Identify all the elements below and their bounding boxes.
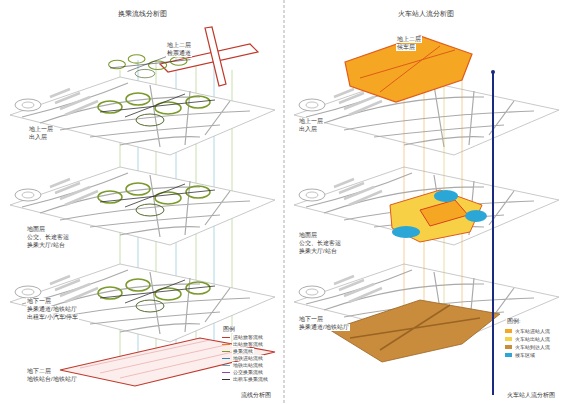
floor-label: 地面层 [26,226,46,233]
legend-text: 地铁进站流线 [232,355,264,361]
legend-line [222,351,230,352]
floor-label: 地上二层 [166,42,192,49]
floor-label: 公交、长途客运 [298,240,342,247]
legend-swatch [505,353,512,357]
floor-label: 出入层 [298,126,318,133]
floor-label: 换乘通道/地铁站厅 [26,306,78,313]
legend-text: 出站旅客流线 [232,341,264,347]
legend-line [222,337,230,338]
legend-text: 火车站出站人流 [514,336,551,342]
legend-text: 火车站进站人流 [514,328,551,334]
legend-text: 换乘流线 [232,348,254,354]
legend-text: 候车区域 [514,352,536,358]
floor-label: 地下一层 [26,298,52,305]
floor-label: 换乘大厅/站台 [26,242,66,249]
legend-text: 出租车换乘流线 [232,376,269,382]
floor-label: 图例: [506,318,522,325]
legend-line [222,358,230,359]
floor-label: 候车层 [396,44,416,51]
floor-label: 检票通道 [166,50,192,57]
legend-text: 火车站到达人流 [514,344,551,350]
floor-label: 出租车/小汽车/停车 [26,314,79,321]
floor-label: 火车站人流分析图 [506,392,556,399]
legend-swatch [505,337,512,341]
floor-label: 换乘通道/地铁站厅 [298,324,350,331]
floor-label: 地铁站台/地铁站厅 [26,376,78,383]
floor-label: 地上二层 [396,36,422,43]
panel-title: 火车站人流分析图 [284,9,568,19]
legend-text: 进站旅客流线 [232,334,264,340]
floor-label: 图例 [222,326,236,333]
legend-line [222,379,230,380]
legend-swatch [505,345,512,349]
floor-label: 换乘大厅/站台 [298,248,338,255]
legend-line [222,372,230,373]
floor-label: 公交、长途客运 [26,234,70,241]
floor-label: 流线分析图 [240,392,272,399]
floor-label: 地上一层 [28,126,54,133]
floor-label: 地下一层 [298,316,324,323]
floor-label: 出入层 [28,134,48,141]
legend-swatch [505,329,512,333]
legend-text: 公交换乘流线 [232,369,264,375]
floor-label: 地上一层 [298,118,324,125]
floor-label: 地下二层 [26,368,52,375]
legend-line [222,365,230,366]
legend-line [222,344,230,345]
panel-title: 换乘流线分析图 [0,9,284,19]
floor-label: 地面层 [298,232,318,239]
legend-text: 地铁出站流线 [232,362,264,368]
